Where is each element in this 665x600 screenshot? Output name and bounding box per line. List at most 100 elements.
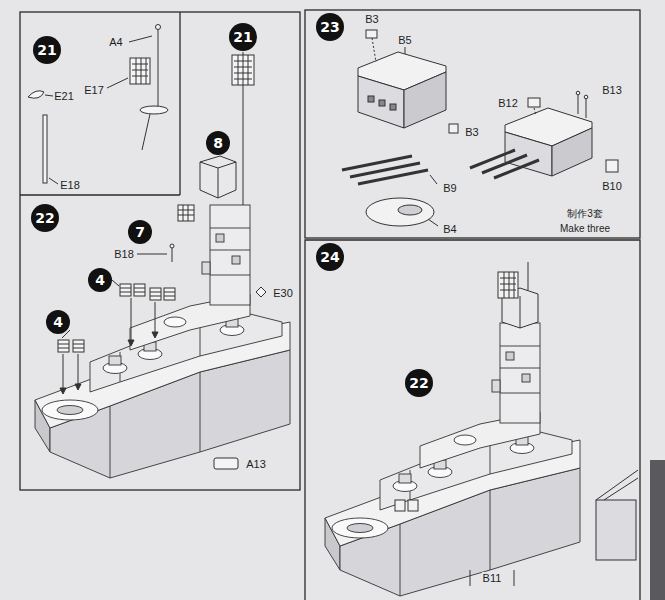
mast-parts-21-circle [156,25,161,30]
small-parts-22-rect [214,458,238,469]
part-label: B3 [464,126,479,138]
turret-parts-23-rect [449,124,458,133]
number-text: 8 [213,136,223,150]
part-label: B18 [113,248,135,260]
turret-parts-23-ellipse [398,205,422,215]
step-number: 24 [316,243,344,271]
step-number: 22 [31,204,59,232]
number-text: 7 [135,225,145,239]
part-label: B4 [442,223,457,235]
callout-number: 4 [46,310,70,334]
turret-parts-23-rect [606,160,618,172]
small-parts-22-polygon [256,287,266,297]
assembly-illustration-use [35,205,290,478]
note-text: 制作3套 [566,208,604,219]
small-parts-22-line [112,280,119,286]
assembled-ship-24-g-rect [408,500,418,511]
small-parts-22-path [63,298,155,392]
small-parts-22-rect [58,340,69,352]
assembled-ship-24-g-line [470,570,471,586]
assembled-ship-24-g [395,262,638,586]
mast-and-tower-parts-22-line [172,247,173,262]
turret-parts-23-line [430,175,437,184]
turret-parts-23-line [578,94,579,114]
part-label: B12 [497,97,519,109]
panel-borders-rect [20,12,300,490]
mast-and-tower-parts-22-line [218,168,219,198]
mast-parts-21-line [49,178,58,184]
turret-parts-23-circle [584,95,588,99]
part-label: E18 [59,179,81,191]
assembled-ship-24-g-path [500,272,516,298]
small-parts-22-rect [73,340,84,352]
mast-parts-21-path [132,58,148,84]
number-text: 4 [53,315,63,329]
panel-borders-polyline [305,240,640,600]
turret-parts-23-rect [368,96,374,102]
assembled-ship-24-g-line [596,470,638,500]
mast-parts-21-ellipse [140,106,168,114]
mast-parts-21-rect [130,58,150,84]
assembled-ship-24-g-line [514,570,515,586]
mast-parts-21-path [28,91,44,98]
part-label: B13 [601,84,623,96]
small-parts-22-path [58,288,175,348]
mast-and-tower-parts-22-line [200,162,218,168]
step-number: 21 [229,23,257,51]
small-parts-22-rect [164,288,175,300]
part-label: B11 [482,572,503,584]
turret-parts-23-line [494,160,539,178]
assembled-ship-24-g-rect [596,500,636,560]
mast-and-tower-parts-22-rect [232,55,254,85]
mast-parts-21-line [158,28,159,110]
turret-parts-23-circle [576,91,580,95]
turret-parts-23-line [534,108,536,115]
mast-and-tower-parts-22-line [137,254,167,255]
turret-parts-23-line [482,155,527,173]
step-number: 21 [33,36,61,64]
mast-and-tower-parts-22-path [178,205,194,221]
part-label: A4 [108,36,123,48]
part-label: E17 [83,84,105,96]
mast-and-tower-parts-22-path [234,55,252,85]
small-parts-22-rect [120,284,131,296]
mast-and-tower-parts-22-circle [170,244,174,248]
assembled-ship-24-g-rect [498,272,518,298]
turret-parts-23-rect [379,100,385,106]
mast-parts-21-line [45,95,53,96]
mast-parts-21-line [129,36,152,42]
small-parts-22 [58,280,266,469]
small-parts-22-path [60,332,158,394]
turret-parts-23-rect [366,30,377,38]
callout-number: 7 [128,220,152,244]
turret-parts-23-line [586,98,587,118]
assembled-ship-24-use [325,323,580,596]
panel-borders [20,10,640,600]
number-text: 22 [409,376,428,390]
callout-number: 22 [405,369,433,397]
part-label: E30 [272,287,294,299]
mast-and-tower-parts-22-polygon [200,156,236,198]
assembled-ship-24 [325,262,638,596]
turret-parts-23-polygon [552,128,592,176]
turret-parts-23-line [470,150,515,168]
mast-and-tower-parts-22-rect [178,205,194,221]
callout-number: 8 [206,131,230,155]
small-parts-22-rect [134,284,145,296]
turret-parts-23-line [428,219,438,226]
note-text: Make three [559,223,611,234]
assembled-ship-24-g-rect [395,500,405,511]
page-shadow [650,460,665,600]
part-label: B5 [397,34,412,46]
part-label: B9 [442,182,457,194]
mast-parts-21-line [107,78,128,88]
turret-parts-23-polygon [404,72,446,128]
mast-parts-21-line [142,114,150,150]
callout-number: 4 [88,268,112,292]
assembled-ship-24-g-line [520,296,521,328]
step-number: 23 [316,13,344,41]
part-label: B3 [364,13,379,25]
turret-parts-23-line [358,170,428,184]
number-text: 22 [35,211,54,225]
